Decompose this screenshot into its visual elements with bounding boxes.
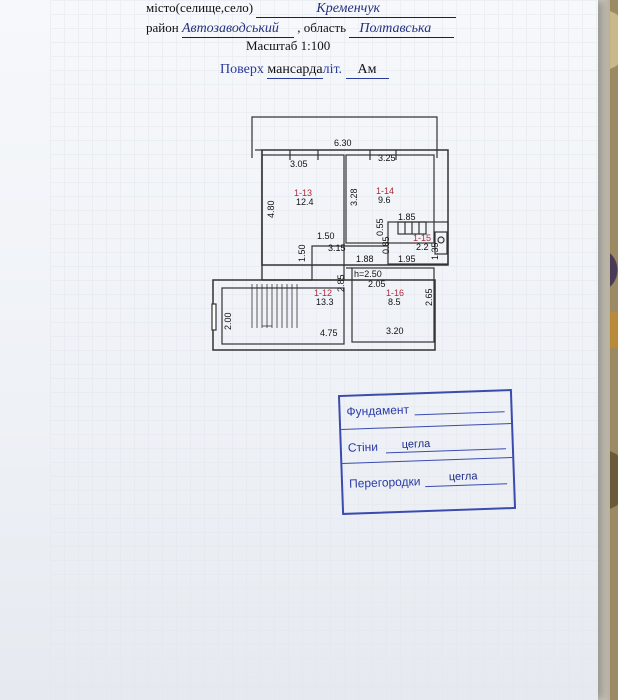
- district-value: Автозаводський: [181, 21, 279, 36]
- room-area: 12.4: [296, 197, 314, 207]
- district-row: район Автозаводський , область Полтавськ…: [146, 20, 455, 38]
- stamp-divider: [342, 457, 513, 464]
- dim-150a: 1.50: [317, 231, 335, 241]
- room-id: 1-13: [294, 188, 312, 198]
- dim-285: 2.85: [336, 274, 346, 292]
- dim-475: 4.75: [320, 328, 338, 338]
- floor-label: Поверх: [220, 62, 264, 77]
- dim-085: 0.85: [381, 236, 391, 254]
- lit-value: Ам: [345, 62, 389, 79]
- stamp-divider: [341, 423, 512, 430]
- lit-label: літ.: [322, 62, 343, 77]
- room-id: 1-16: [386, 288, 404, 298]
- dim-room13-height: 4.80: [266, 200, 276, 218]
- room-id: 1-14: [376, 186, 394, 196]
- room-area: 9.6: [378, 195, 391, 205]
- room-area: 2.2: [416, 242, 429, 252]
- city-value: Кременчук: [316, 1, 381, 16]
- partitions-label: Перегородки: [348, 474, 421, 491]
- foundation-line: [414, 411, 505, 416]
- city-row: місто(селище,село) Кременчук: [146, 0, 457, 18]
- dim-top-width: 6.30: [334, 138, 352, 148]
- dim-265: 2.65: [424, 288, 434, 306]
- dim-150b: 1.50: [297, 244, 307, 262]
- walls-label: Стіни: [347, 439, 379, 455]
- room-area: 8.5: [388, 297, 401, 307]
- dim-195: 1.95: [398, 254, 416, 264]
- floor-row: Поверх мансардаліт. Ам: [220, 62, 389, 79]
- partitions-value: цегла: [448, 470, 478, 484]
- district-label: район: [146, 20, 179, 35]
- plan-walls: [211, 116, 449, 351]
- dim-room14-height: 3.28: [349, 188, 359, 206]
- dim-188: 1.88: [356, 254, 374, 264]
- dim-200: 2.00: [223, 312, 233, 330]
- dim-320: 3.20: [386, 326, 404, 336]
- walls-value: цегла: [401, 437, 431, 451]
- materials-stamp: Фундамент Стіни цегла Перегородки цегла: [337, 389, 517, 515]
- foundation-label: Фундамент: [346, 402, 410, 419]
- room-id: 1-15: [413, 233, 431, 243]
- room-labels: 1-13 12.4 1-14 9.6 1-15 2.2 1-12 13.3 1-…: [294, 186, 431, 307]
- dim-135: 1.35: [430, 242, 440, 260]
- room-area: 13.3: [316, 297, 334, 307]
- region-value: Полтавська: [359, 21, 432, 36]
- dim-room14-width: 3.25: [378, 153, 396, 163]
- partitions-line: [425, 483, 508, 488]
- dim-055: 0.55: [375, 218, 385, 236]
- room-id: 1-12: [314, 288, 332, 298]
- region-label: , область: [297, 20, 347, 35]
- dim-height: h=2.50: [354, 269, 382, 279]
- dim-room13-width: 3.05: [290, 159, 308, 169]
- scale-label: Масштаб 1:100: [246, 38, 331, 53]
- paper-edge: [598, 0, 610, 700]
- dim-315: 3.15: [328, 243, 346, 253]
- dim-205: 2.05: [368, 279, 386, 289]
- city-label: місто(селище,село): [146, 0, 254, 15]
- floor-value: мансарда: [267, 62, 323, 79]
- dim-185: 1.85: [398, 212, 416, 222]
